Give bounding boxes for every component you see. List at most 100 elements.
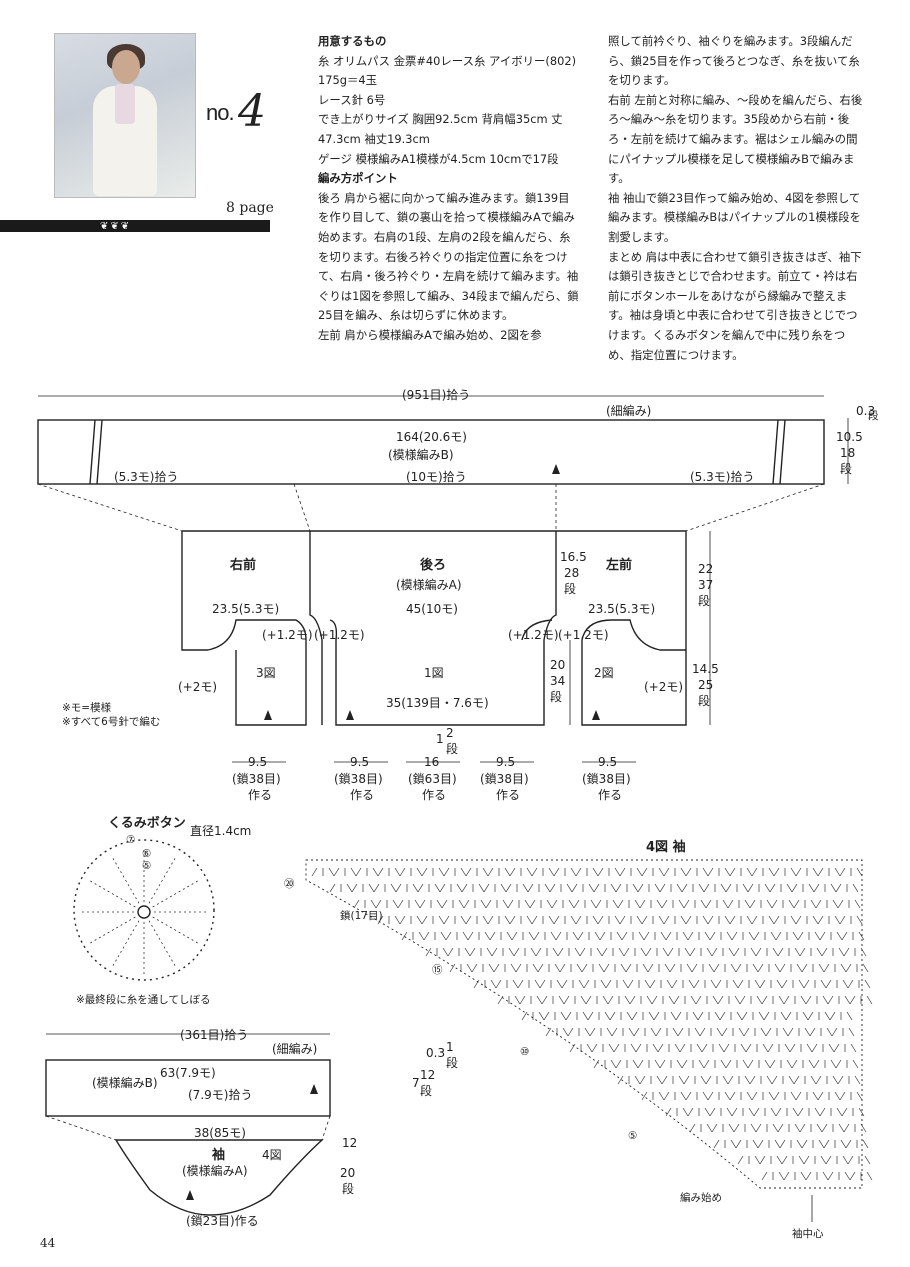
ornament-icon: ❦❦❦ xyxy=(100,221,132,232)
chart4-center: 袖中心 xyxy=(792,1228,824,1240)
left-front-label: 左前 xyxy=(606,558,633,573)
fig-1-label: 1図 xyxy=(424,666,444,680)
points-heading: 編み方ポイント xyxy=(318,171,398,186)
sleeve-edge-rows-unit: 段 xyxy=(446,1056,459,1070)
finish-text: まとめ 肩は中表に合わせて鎖引き抜きはぎ、袖下は鎖引き抜きとじで合わせます。前立… xyxy=(608,249,862,362)
chain-38-b: (鎖38目) xyxy=(334,772,383,786)
width-95-c: 9.5 xyxy=(496,755,516,769)
pickup-left-label: (5.3モ)拾う xyxy=(114,470,179,484)
right-front-label: 右前 xyxy=(230,558,257,573)
border-height-label: 10.5 xyxy=(836,430,863,444)
edge-label: (細編み) xyxy=(606,404,652,418)
lower-height-label: 14.5 xyxy=(692,662,719,676)
button-diameter: 直径1.4cm xyxy=(190,824,252,838)
increase-1-label: (+1.2モ) xyxy=(262,628,313,642)
shoulder-height-label: 16.5 xyxy=(560,550,587,564)
sleeve-label: 袖 xyxy=(212,1148,226,1163)
pattern-number-label: no. xyxy=(206,100,235,125)
right-edge-rows-unit: 段 xyxy=(868,410,879,422)
pickup-center-label: (10モ)拾う xyxy=(406,470,467,484)
chain-38-a: (鎖38目) xyxy=(232,772,281,786)
back-label: 後ろ xyxy=(420,558,447,573)
page-reference: 8 page xyxy=(226,200,274,216)
note-pattern: ※モ=模様 xyxy=(62,702,112,714)
small-rows-unit: 段 xyxy=(446,742,459,756)
upper-rows-unit: 段 xyxy=(698,594,711,608)
increase-2-label: (+1.2モ) xyxy=(314,628,365,642)
pattern-number: 4 xyxy=(238,86,266,137)
armhole-rows-unit: 段 xyxy=(550,690,563,704)
pattern-a-label: (模様編みA) xyxy=(396,578,462,592)
small-rows-label: 2 xyxy=(446,726,454,740)
pickup-right-label: (5.3モ)拾う xyxy=(690,470,755,484)
sleeve-edge-label: (細編み) xyxy=(272,1042,318,1056)
border-rows-label: 18 xyxy=(840,446,856,460)
chart4-title: 4図 袖 xyxy=(646,840,686,855)
small-height-label: 1 xyxy=(436,732,444,746)
shoulder-rows-label: 28 xyxy=(564,566,580,580)
gauge-text: ゲージ 模様編みA1模様が4.5cm 10cmで17段 xyxy=(318,151,559,166)
sleeve-pattern-a-label: (模様編みA) xyxy=(182,1164,248,1178)
page-number: 44 xyxy=(40,1236,56,1250)
continued-text: 照して前衿ぐり、袖ぐりを編みます。3段編んだら、鎖25目を作って後ろとつなぎ、糸… xyxy=(608,34,860,88)
make-c: 作る xyxy=(422,788,447,802)
instructions-column-2: 照して前衿ぐり、袖ぐりを編みます。3段編んだら、鎖25目を作って後ろとつなぎ、糸… xyxy=(608,32,864,365)
increase-3-label: (+1.2モ) xyxy=(508,628,559,642)
chart4-chain: 鎖(17目) xyxy=(340,910,383,922)
shoulder-rows-unit: 段 xyxy=(564,582,577,596)
yarn-text: 糸 オリムパス 金票#40レース糸 アイボリー(802) 175g＝4玉 xyxy=(318,53,577,88)
lower-rows-label: 25 xyxy=(698,678,714,692)
sleeve-border-rows: 12 xyxy=(420,1068,436,1082)
width-95-d: 9.5 xyxy=(598,755,618,769)
chart4-row-15: ⑮ xyxy=(432,964,443,976)
sleeve-count-label: 63(7.9モ) xyxy=(160,1066,216,1080)
back-chain-label: 35(139目・7.6モ) xyxy=(386,696,489,710)
sleeve-start-label: (鎖23目)作る xyxy=(186,1214,259,1228)
armhole-rows-label: 34 xyxy=(550,674,566,688)
sleeve-pattern-b-label: (模様編みB) xyxy=(92,1076,158,1090)
instructions-column-1: 用意するもの 糸 オリムパス 金票#40レース糸 アイボリー(802) 175g… xyxy=(318,32,580,346)
width-95-b: 9.5 xyxy=(350,755,370,769)
sleeve-border-rows-unit: 段 xyxy=(420,1084,433,1098)
width-95-a: 9.5 xyxy=(248,755,268,769)
make-e: 作る xyxy=(598,788,623,802)
sleeve-cap-height: 12 xyxy=(342,1136,358,1150)
sleeve-width-label: 38(85モ) xyxy=(194,1126,246,1140)
materials-heading: 用意するもの xyxy=(318,34,387,48)
pickup-top-label: (951目)拾う xyxy=(402,388,471,402)
sleeve-text: 袖 袖山で鎖23目作って編み始め、4図を参照して編みます。模様編みBはパイナップ… xyxy=(608,190,861,244)
note-needle: ※すべて6号針で編む xyxy=(62,716,161,728)
width-left-label: 23.5(5.3モ) xyxy=(588,602,656,616)
chart4-row-5: ⑤ xyxy=(628,1130,638,1142)
button-round-7: ⑦ xyxy=(126,834,136,846)
left-front-text: 左前 肩から模様編みAで編み始め、2図を参 xyxy=(318,327,542,342)
button-note: ※最終段に糸を通してしぼる xyxy=(76,994,211,1006)
pattern-b-label: (模様編みB) xyxy=(388,448,454,462)
width-16: 16 xyxy=(424,755,440,769)
needle-text: レース針 6号 xyxy=(318,92,386,107)
chart4-start: 編み始め xyxy=(680,1192,722,1204)
chain-38-c: (鎖38目) xyxy=(480,772,529,786)
width-right-label: 23.5(5.3モ) xyxy=(212,602,280,616)
make-d: 作る xyxy=(496,788,521,802)
sleeve-border-height: 7 xyxy=(412,1076,420,1090)
upper-rows-label: 37 xyxy=(698,578,714,592)
size-text: でき上がりサイズ 胸囲92.5cm 背肩幅35cm 丈47.3cm 袖丈19.3… xyxy=(318,112,563,146)
button-round-5: ⑤ xyxy=(142,860,152,872)
sleeve-cap-rows: 20 xyxy=(340,1166,356,1180)
right-front-text: 右前 左前と対称に編み、〜段めを編んだら、右後ろ〜編み〜糸を切ります。35段めか… xyxy=(608,92,863,186)
make-a: 作る xyxy=(248,788,273,802)
plus2-right-label: (+2モ) xyxy=(644,680,684,694)
make-b: 作る xyxy=(350,788,375,802)
sleeve-cap-rows-unit: 段 xyxy=(342,1182,355,1196)
chain-63: (鎖63目) xyxy=(408,772,457,786)
chart4-row-20: ⑳ xyxy=(284,878,295,890)
sleeve-edge-rows: 1 xyxy=(446,1040,454,1054)
chain-38-d: (鎖38目) xyxy=(582,772,631,786)
fig-2-label: 2図 xyxy=(594,666,614,680)
sleeve-edge-height: 0.3 xyxy=(426,1046,446,1060)
back-text: 後ろ 肩から裾に向かって編み進みます。鎖139目を作り目して、鎖の裏山を拾って模… xyxy=(318,190,579,323)
armhole-height-label: 20 xyxy=(550,658,566,672)
sleeve-pickup2-label: (7.9モ)拾う xyxy=(188,1088,253,1102)
